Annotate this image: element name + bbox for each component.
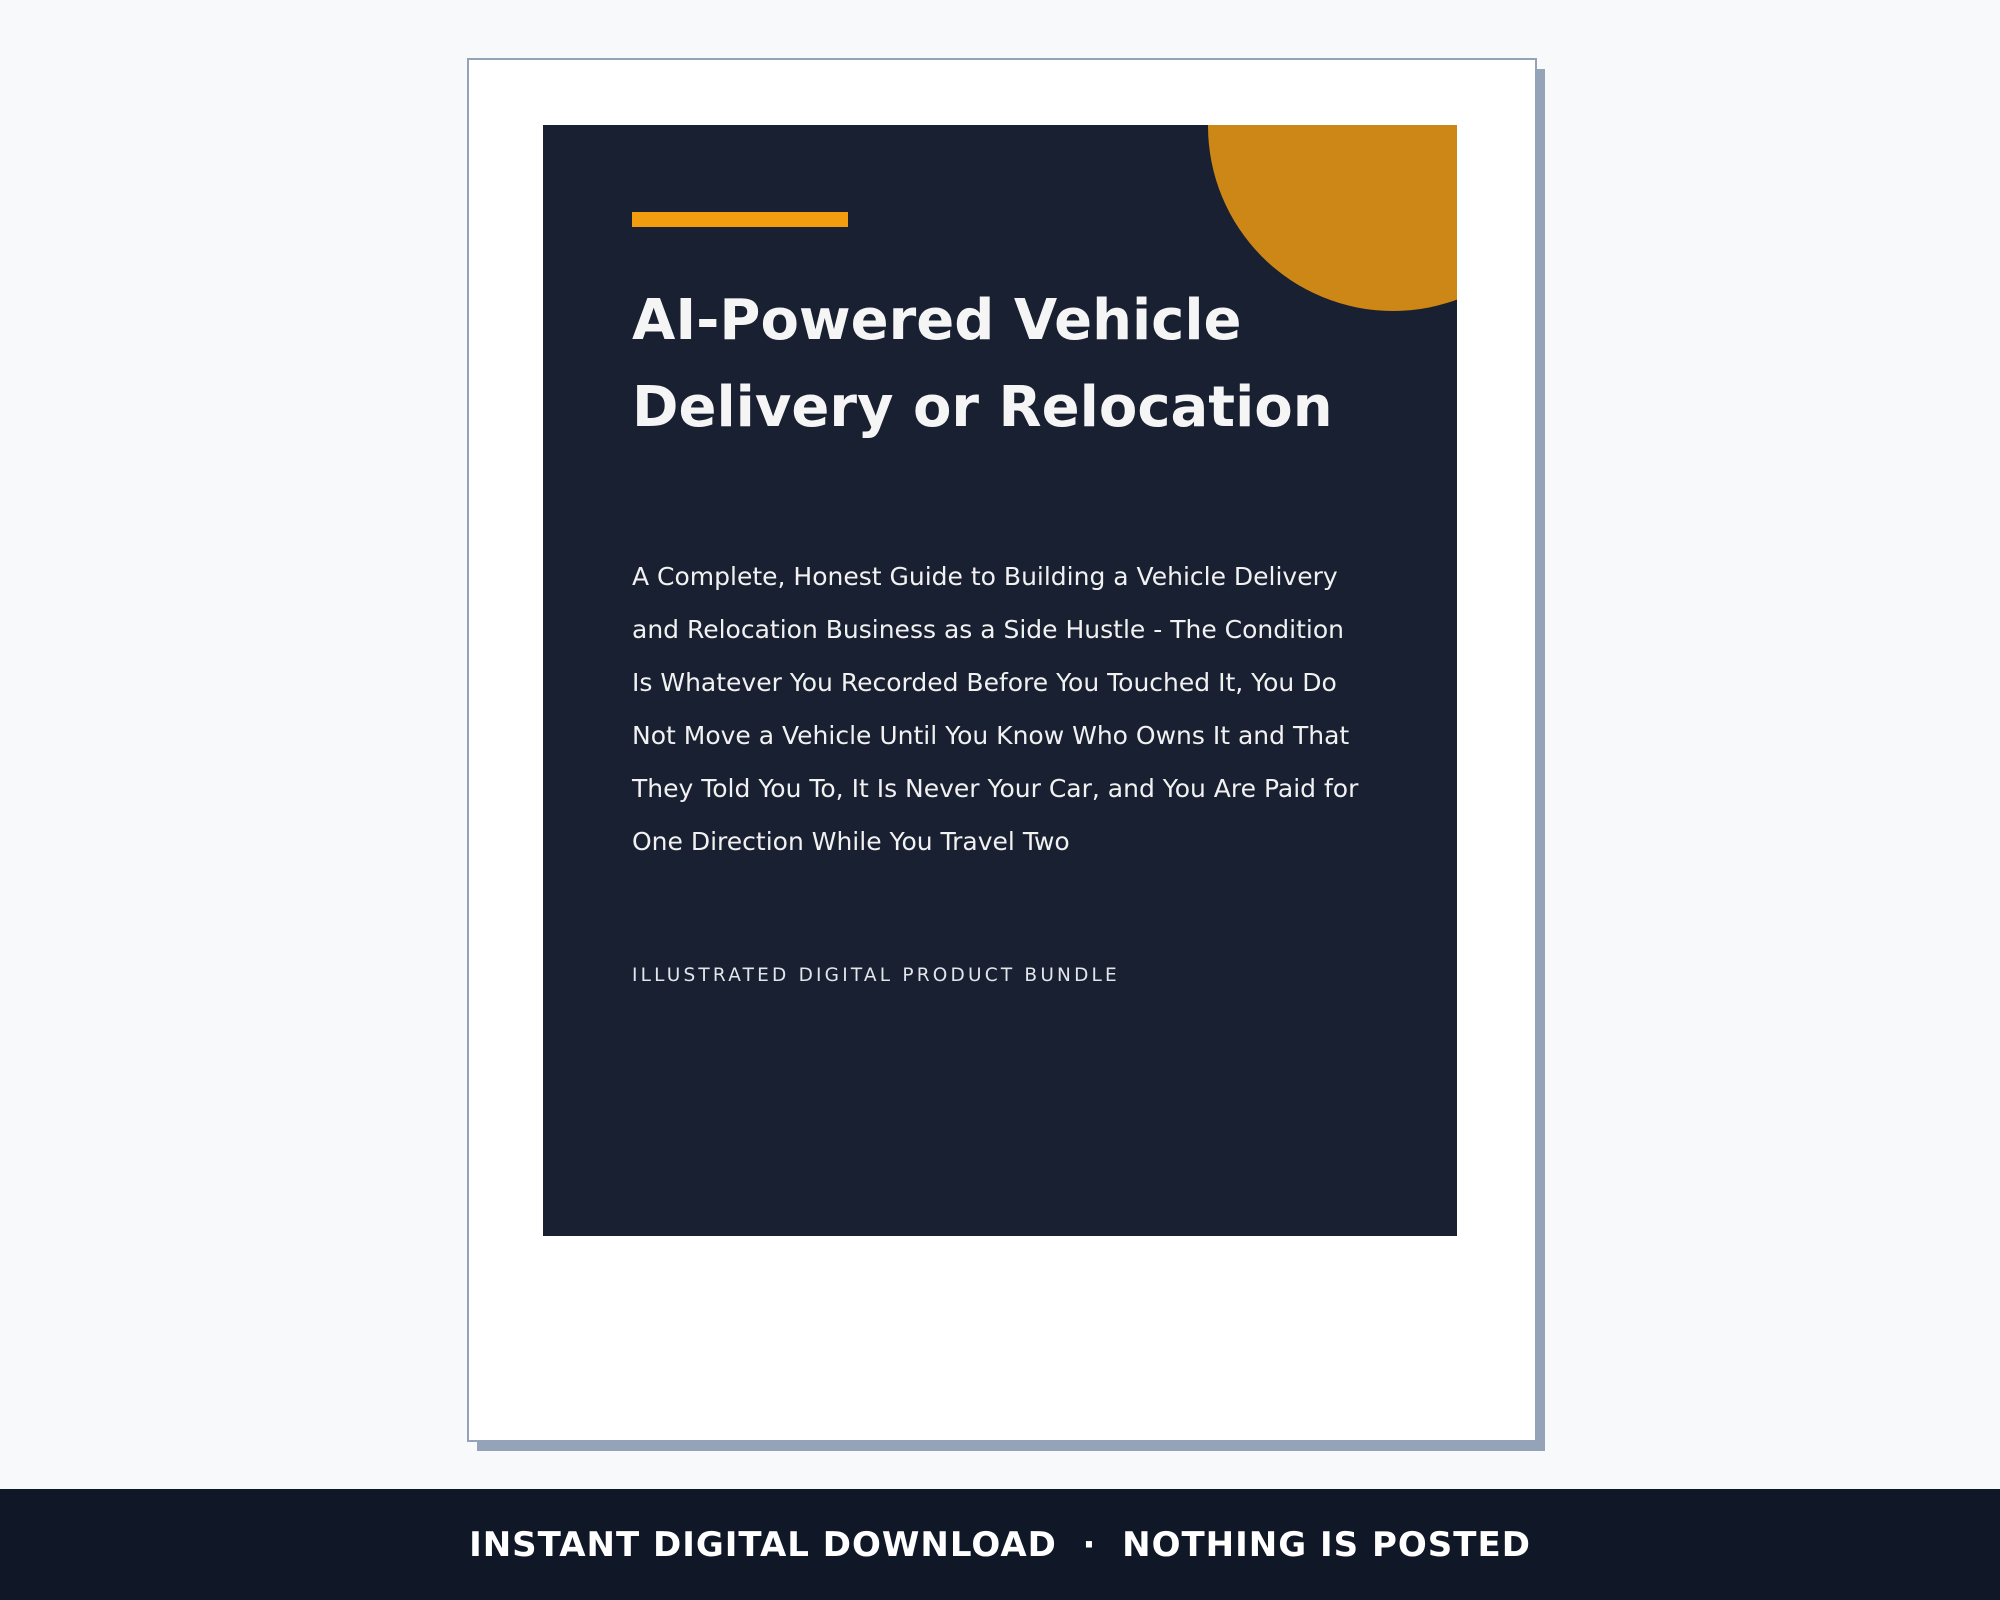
cover-title: AI-Powered Vehicle Delivery or Relocatio… [632,288,1333,440]
cover-label: ILLUSTRATED DIGITAL PRODUCT BUNDLE [632,965,1120,986]
cover-subtitle: A Complete, Honest Guide to Building a V… [632,562,1359,856]
footer-banner-text: INSTANT DIGITAL DOWNLOAD · NOTHING IS PO… [469,1524,1531,1565]
accent-bar [632,212,848,227]
footer-banner: INSTANT DIGITAL DOWNLOAD · NOTHING IS PO… [0,1489,2000,1600]
book-cover: AI-Powered Vehicle Delivery or Relocatio… [543,125,1457,1236]
